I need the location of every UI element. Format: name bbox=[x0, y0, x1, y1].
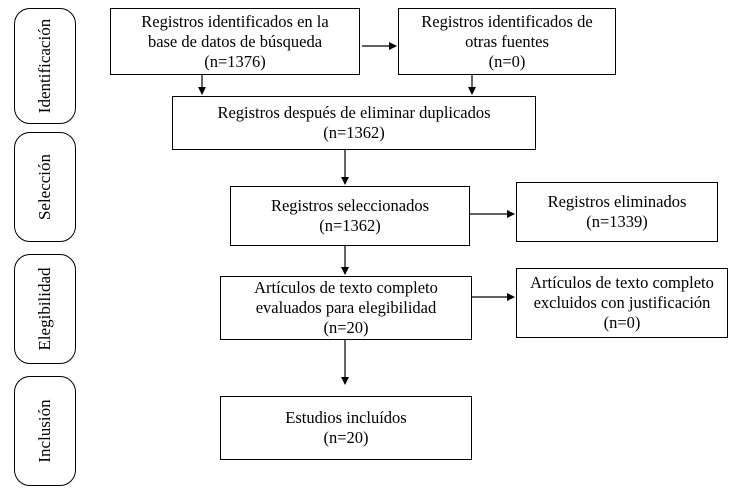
box-fulltext-excluded: Artículos de texto completo excluidos co… bbox=[516, 268, 728, 338]
box-removed-line-2: (n=1339) bbox=[586, 212, 648, 231]
box-selected-line-2: (n=1362) bbox=[319, 216, 381, 235]
box-selected-line-1: Registros seleccionados bbox=[270, 196, 430, 215]
box-fulltext-line-3: (n=20) bbox=[323, 318, 369, 337]
box-fulltext-line-2: evaluados para elegibilidad bbox=[255, 298, 437, 317]
box-included-line-2: (n=20) bbox=[323, 428, 369, 447]
box-excluded-line-2: excluidos con justificación bbox=[533, 293, 711, 312]
box-excluded-line-3: (n=0) bbox=[603, 313, 641, 332]
box-records-removed: Registros eliminados (n=1339) bbox=[516, 182, 718, 242]
box-database-records: Registros identificados en la base de da… bbox=[110, 8, 360, 75]
box-removed-line-1: Registros eliminados bbox=[547, 192, 687, 211]
box-other-line-2: otras fuentes bbox=[465, 31, 549, 51]
box-records-selected: Registros seleccionados (n=1362) bbox=[230, 186, 470, 246]
phase-inclusion: Inclusión bbox=[14, 376, 76, 486]
box-other-sources: Registros identificados de otras fuentes… bbox=[398, 8, 616, 75]
box-fulltext-assessed: Artículos de texto completo evaluados pa… bbox=[220, 276, 472, 340]
phase-eligibility: Elegibilidad bbox=[14, 254, 76, 364]
phase-selection: Selección bbox=[14, 132, 76, 242]
box-fulltext-line-1: Artículos de texto completo bbox=[254, 278, 438, 297]
box-included-line-1: Estudios incluídos bbox=[285, 408, 407, 427]
box-after-deduplication: Registros después de eliminar duplicados… bbox=[172, 96, 536, 150]
box-other-line-1: Registros identificados de bbox=[421, 11, 593, 31]
box-database-line-1: Registros identificados en la bbox=[141, 11, 329, 31]
box-other-line-3: (n=0) bbox=[488, 51, 526, 71]
box-database-line-2: base de datos de búsqueda bbox=[147, 31, 323, 51]
box-excluded-line-1: Artículos de texto completo bbox=[530, 273, 714, 292]
box-dedup-line-2: (n=1362) bbox=[323, 123, 385, 142]
phase-identification: Identificación bbox=[14, 8, 76, 124]
box-studies-included: Estudios incluídos (n=20) bbox=[220, 396, 472, 460]
box-dedup-line-1: Registros después de eliminar duplicados bbox=[217, 103, 491, 122]
box-database-line-3: (n=1376) bbox=[204, 51, 266, 71]
